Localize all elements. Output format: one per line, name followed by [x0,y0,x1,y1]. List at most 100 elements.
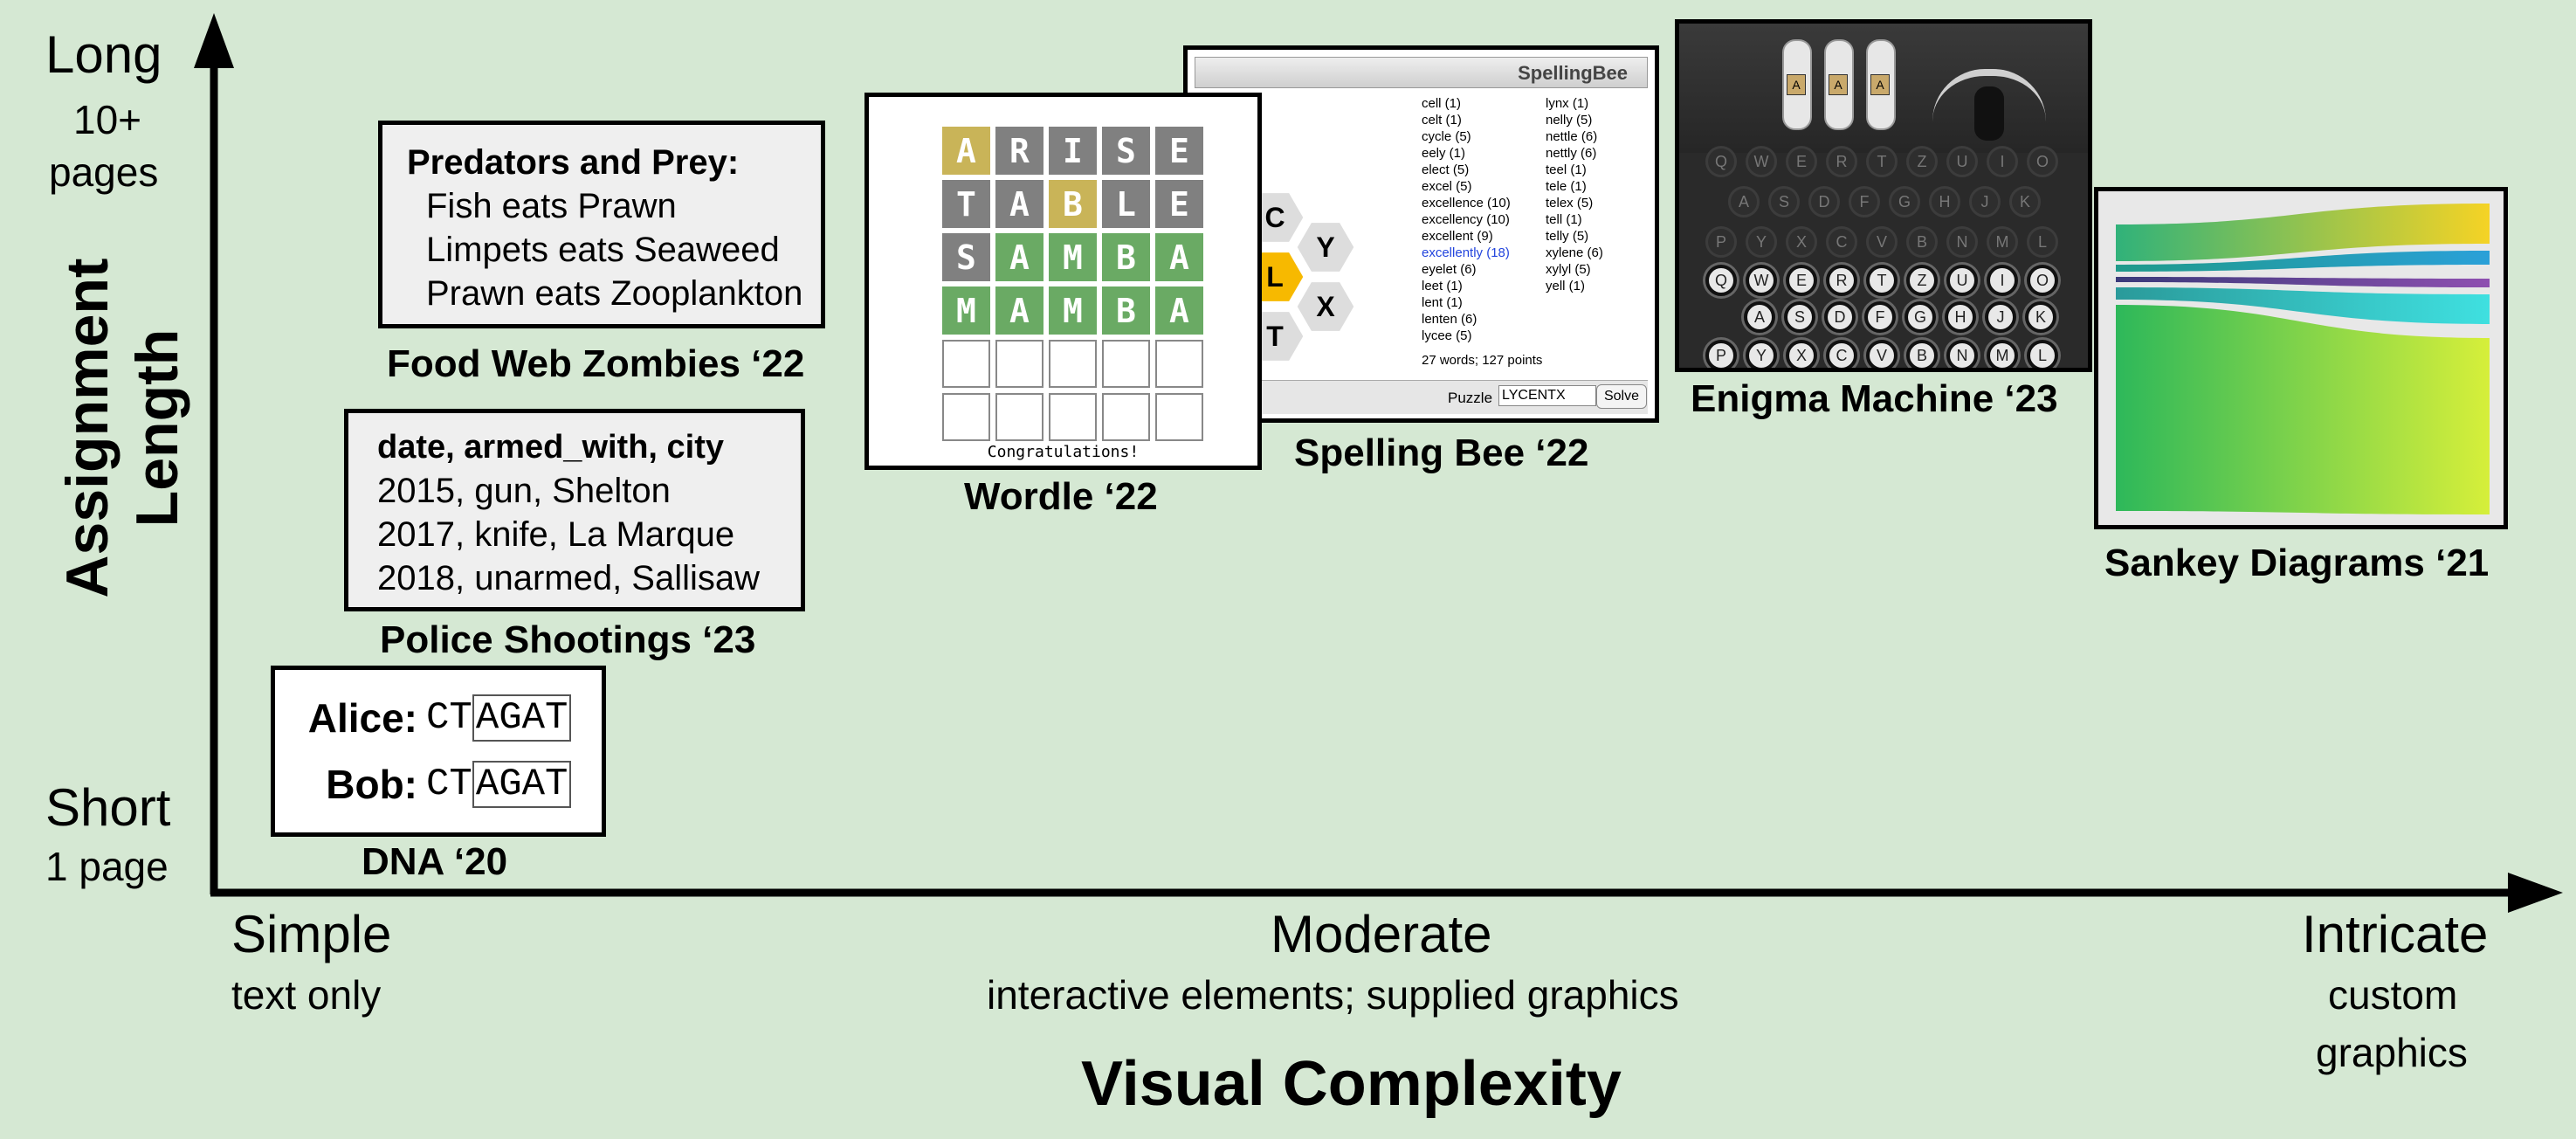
spellingbee-titlebar: SpellingBee [1195,57,1648,88]
x-label-simple-sub: text only [231,972,382,1018]
enigma-key[interactable]: W [1746,265,1777,296]
enigma-lamp: A [1728,186,1760,217]
enigma-key[interactable]: M [1987,340,2018,368]
sankey-card [2094,187,2508,529]
enigma-key[interactable]: G [1904,301,1936,333]
police-caption: Police Shootings ‘23 [380,618,756,661]
spellingbee-puzzle-label: Puzzle [1448,390,1493,406]
spellingbee-word: lenten (6) [1422,312,1477,327]
spellingbee-puzzle-input[interactable] [1498,385,1596,406]
dna-card: Alice: CT AGAT Bob: CT AGAT [271,666,606,837]
enigma-key[interactable]: F [1864,301,1896,333]
enigma-key[interactable]: S [1784,301,1815,333]
wordle-tile [942,340,990,388]
sankey-flow-4 [2116,287,2490,324]
wordle-tile: S [1102,127,1150,175]
wordle-tile: A [995,233,1043,281]
police-line-2: 2017, knife, La Marque [377,515,735,554]
wordle-tile [1102,340,1150,388]
spellingbee-word: excellence (10) [1422,196,1511,211]
sankey-flow-2 [2116,251,2490,272]
enigma-key[interactable]: V [1866,340,1898,368]
dna-boxed-bob: AGAT [472,761,572,808]
enigma-key[interactable]: A [1744,301,1775,333]
wordle-tile: S [942,233,990,281]
enigma-key[interactable]: R [1826,265,1857,296]
enigma-key[interactable]: Q [1705,265,1737,296]
spellingbee-word: lycee (5) [1422,328,1472,343]
y-label-long-sub1: 10+ [73,97,142,142]
spellingbee-solve-button[interactable]: Solve [1596,384,1647,409]
dna-caption: DNA ‘20 [362,840,508,883]
y-label-short: Short [45,778,171,837]
spellingbee-word: telly (5) [1546,229,1589,244]
enigma-key[interactable]: B [1906,340,1938,368]
enigma-key[interactable]: J [1985,301,2016,333]
wordle-tile: B [1102,233,1150,281]
x-label-intricate: Intricate [2302,905,2489,963]
enigma-key[interactable]: Z [1906,265,1938,296]
wordle-tile: B [1049,180,1097,228]
enigma-key[interactable]: P [1705,340,1737,368]
spellingbee-word: telex (5) [1546,196,1594,211]
enigma-lamp: Q [1705,146,1737,177]
enigma-key[interactable]: N [1946,340,1978,368]
enigma-lamp: W [1746,146,1777,177]
enigma-key[interactable]: T [1866,265,1898,296]
enigma-key[interactable]: O [2027,265,2058,296]
enigma-caption: Enigma Machine ‘23 [1691,377,2058,420]
wordle-tile [995,340,1043,388]
wordle-row [942,393,1203,441]
dna-row-alice: Alice: CT AGAT [291,694,572,742]
dna-name-alice: Alice: [307,695,417,741]
enigma-key[interactable]: D [1824,301,1856,333]
enigma-key[interactable]: X [1786,340,1817,368]
wordle-tile: M [1049,233,1097,281]
spellingbee-word: lynx (1) [1546,96,1589,111]
hex-bottom-right [1294,280,1357,334]
spellingbee-caption: Spelling Bee ‘22 [1294,431,1589,474]
dna-boxed-alice: AGAT [472,694,572,742]
spellingbee-word: excellency (10) [1422,212,1510,227]
wordle-tile [1155,340,1203,388]
wordle-row [942,340,1203,388]
enigma-key[interactable]: C [1826,340,1857,368]
enigma-lamp: D [1808,186,1840,217]
enigma-key[interactable]: E [1786,265,1817,296]
enigma-lamp: H [1929,186,1960,217]
enigma-key[interactable]: L [2027,340,2058,368]
enigma-key[interactable]: U [1946,265,1978,296]
enigma-key[interactable]: Y [1746,340,1777,368]
enigma-knob [1974,86,2004,141]
dna-name-bob: Bob: [326,762,417,807]
wordle-message: Congratulations! [987,443,1140,461]
enigma-lamp: G [1889,186,1920,217]
wordle-tile: A [942,127,990,175]
foodweb-card: Predators and Prey: Fish eats Prawn Limp… [378,121,825,328]
enigma-lamp: E [1786,146,1817,177]
y-axis-arrow [194,13,234,68]
dna-prefix-bob: CT [426,763,472,806]
enigma-lamp: T [1866,146,1898,177]
enigma-key[interactable]: I [1987,265,2018,296]
police-card: date, armed_with, city 2015, gun, Shelto… [344,409,805,611]
enigma-rotor: A [1866,39,1896,130]
enigma-lamp: I [1987,146,2018,177]
police-line-1: 2015, gun, Shelton [377,472,671,510]
spellingbee-word: nettly (6) [1546,146,1597,161]
enigma-key[interactable]: K [2025,301,2056,333]
foodweb-line-2: Limpets eats Seaweed [426,231,780,269]
wordle-tile [1049,340,1097,388]
enigma-lamp: M [1987,226,2018,258]
enigma-key[interactable]: H [1945,301,1976,333]
hex-top-right-letter: Y [1316,231,1334,263]
spellingbee-word: eely (1) [1422,146,1466,161]
wordle-tile: L [1102,180,1150,228]
spellingbee-word: tele (1) [1546,179,1587,194]
enigma-lamp: J [1969,186,2001,217]
spellingbee-word: tell (1) [1546,212,1582,227]
police-line-3: 2018, unarmed, Sallisaw [377,559,761,597]
spellingbee-word: cell (1) [1422,96,1462,111]
